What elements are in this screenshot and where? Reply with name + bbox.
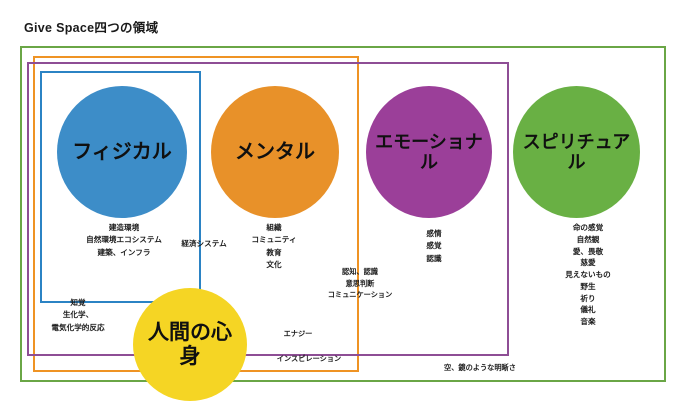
emotional-frame [27,62,509,356]
notes-cognition: 認知、認識意思判断コミュニケーション [327,267,393,300]
page-title: Give Space四つの領域 [24,21,159,35]
notes-physical: 建造環境自然環境エコシステム建築、インフラ [86,223,162,257]
notes-energy: エナジー [283,329,313,338]
circle-human-label: 人間の心身 [148,320,232,368]
notes-emotional: 感情感覚認識 [426,229,442,263]
notes-perception: 知覚生化学、電気化学的反応 [51,298,105,332]
circle-human-body-mind: 人間の心身 [133,288,247,401]
notes-mental: 組織コミュニティ教育文化 [251,223,297,269]
circle-emotional-label: エモーショナル [375,131,483,172]
notes-economic: 経済システム [181,239,227,248]
circle-mental: メンタル [211,86,339,218]
spiritual-frame [20,46,666,382]
circle-spiritual: スピリチュアル [513,86,640,218]
physical-frame [40,71,201,303]
notes-spiritual: 命の感覚自然観愛、畏敬慈愛見えないもの野生祈り儀礼音楽 [565,223,611,327]
circle-spiritual-label: スピリチュアル [522,131,631,172]
circle-physical: フィジカル [57,86,187,218]
notes-clarity: 空、鏡のような明晰さ [444,363,516,372]
circle-physical-label: フィジカル [72,140,172,163]
circle-mental-label: メンタル [235,140,315,163]
notes-inspiration: インスピレーション [276,354,342,363]
circle-emotional: エモーショナル [366,86,492,218]
